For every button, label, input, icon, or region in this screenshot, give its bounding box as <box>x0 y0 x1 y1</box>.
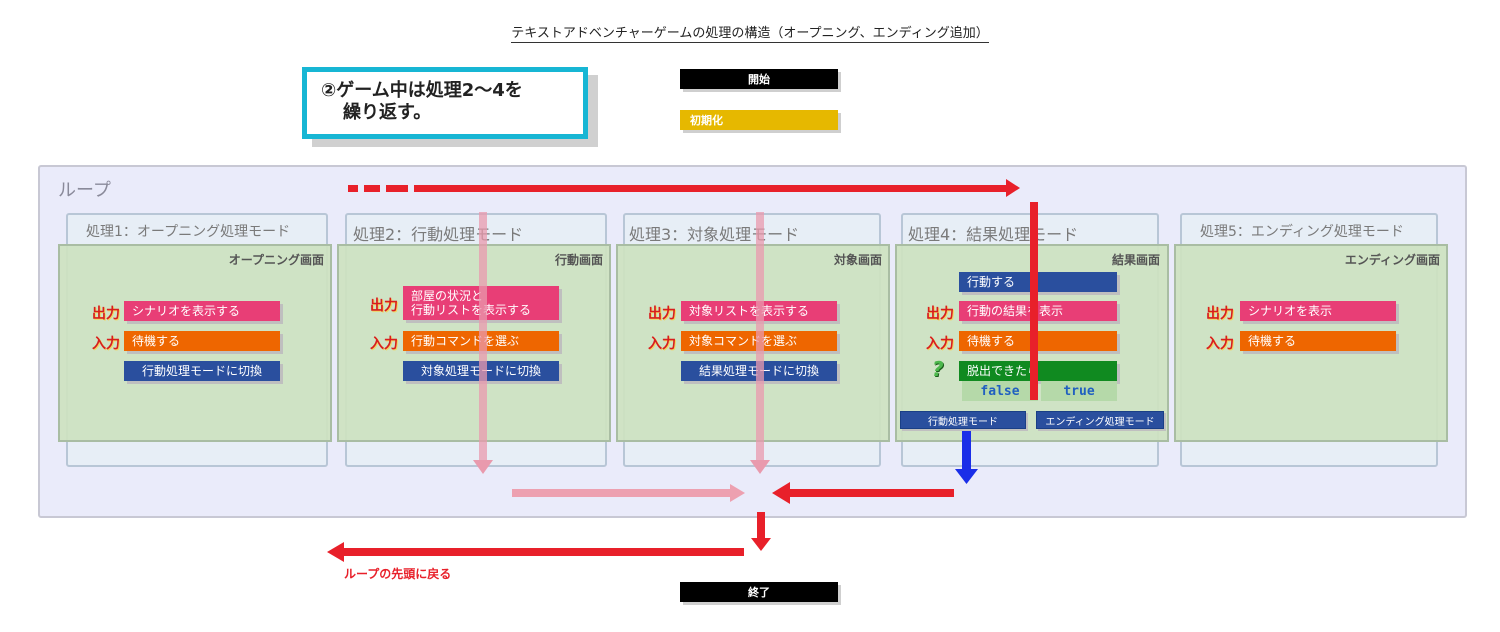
process-3-output-box: 対象リストを表示する <box>681 301 837 321</box>
process-4-title: 処理4：結果処理モード <box>908 225 1079 244</box>
start-box: 開始 <box>680 69 838 89</box>
process-3-title: 処理3：対象処理モード <box>629 225 800 244</box>
process-1-input-box: 待機する <box>124 331 280 351</box>
process-5-title: 処理5：エンディング処理モード <box>1200 224 1404 240</box>
note-line-1: ②ゲーム中は処理2～4を <box>321 80 523 101</box>
true-branch-label: true <box>1041 381 1117 401</box>
loop-return-label: ループの先頭に戻る <box>344 567 452 581</box>
process-5-screen-label: エンディング画面 <box>1344 253 1440 267</box>
output-tag: 出力 <box>1206 306 1234 322</box>
condition-icon: ? <box>932 357 944 381</box>
diagram-title: テキストアドベンチャーゲームの処理の構造（オープニング、エンディング追加） <box>511 26 989 43</box>
output-tag: 出力 <box>370 298 398 314</box>
end-box: 終了 <box>680 582 838 602</box>
process-4-condition-box: 脱出できたら <box>959 361 1117 381</box>
process-3-input-box: 対象コマンドを選ぶ <box>681 331 837 351</box>
process-4-input-box: 待機する <box>959 331 1117 351</box>
process-2-input-box: 行動コマンドを選ぶ <box>403 331 559 351</box>
note-line-2: 繰り返す。 <box>343 102 432 123</box>
process-5-input-box: 待機する <box>1240 331 1396 351</box>
loop-label: ループ <box>58 180 111 201</box>
process-2-title: 処理2：行動処理モード <box>353 225 524 244</box>
process-2-output-line-2: 行動リストを表示する <box>411 303 532 317</box>
input-tag: 入力 <box>92 336 120 352</box>
input-tag: 入力 <box>926 336 954 352</box>
false-mode-box: 行動処理モード <box>900 411 1026 429</box>
process-1-screen-label: オープニング画面 <box>228 253 324 267</box>
process-1-switch-box: 行動処理モードに切換 <box>124 361 280 381</box>
init-box: 初期化 <box>680 110 838 130</box>
return-arrowhead <box>327 542 344 562</box>
process-4-action-box: 行動する <box>959 272 1117 292</box>
process-2-output-box: 部屋の状況と 行動リストを表示する <box>403 286 559 320</box>
process-1-output-box: シナリオを表示する <box>124 301 280 321</box>
process-2-switch-box: 対象処理モードに切換 <box>403 361 559 381</box>
true-mode-box: エンディング処理モード <box>1036 411 1164 429</box>
output-tag: 出力 <box>926 306 954 322</box>
return-down-head <box>751 538 771 551</box>
output-tag: 出力 <box>92 306 120 322</box>
process-4-output-box: 行動の結果を表示 <box>959 301 1117 321</box>
input-tag: 入力 <box>370 336 398 352</box>
input-tag: 入力 <box>648 336 676 352</box>
input-tag: 入力 <box>1206 336 1234 352</box>
process-4-screen-label: 結果画面 <box>1111 253 1160 267</box>
process-2-output-line-1: 部屋の状況と <box>411 289 484 303</box>
process-3-switch-box: 結果処理モードに切換 <box>681 361 837 381</box>
process-1-title: 処理1：オープニング処理モード <box>86 224 291 240</box>
process-5-output-box: シナリオを表示 <box>1240 301 1396 321</box>
process-3-screen-label: 対象画面 <box>833 253 882 267</box>
output-tag: 出力 <box>648 306 676 322</box>
process-2-screen-label: 行動画面 <box>554 253 603 267</box>
return-line <box>342 548 744 556</box>
note-callout: ②ゲーム中は処理2～4を 繰り返す。 <box>302 67 588 139</box>
false-branch-label: false <box>962 381 1038 401</box>
